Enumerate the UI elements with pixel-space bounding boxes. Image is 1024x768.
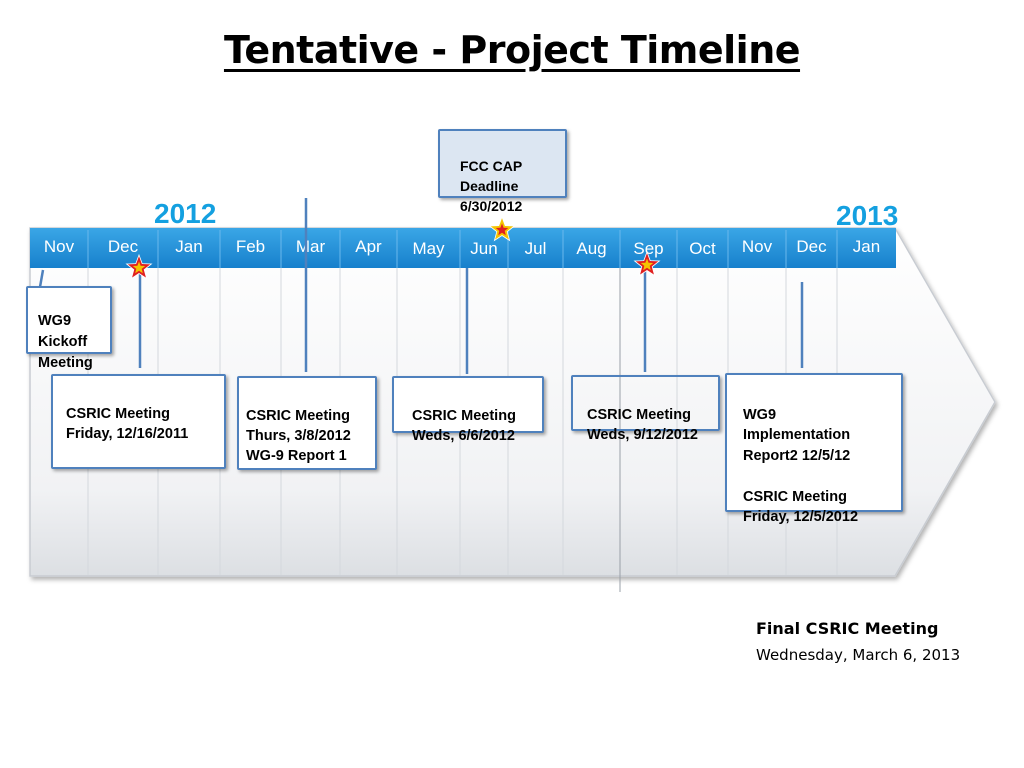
month-label: Feb [236,237,265,256]
fcc-deadline-box: FCC CAP Deadline 6/30/2012 [438,129,567,214]
box-line: WG-9 Report 1 [246,448,347,464]
connectors [38,198,804,374]
month-label: Dec [796,237,827,256]
milestone-star-icon [488,215,516,242]
month-label: Mar [296,237,326,256]
box-line: Implementation [743,427,851,443]
month-label: Oct [689,239,716,258]
month-label: Dec [108,237,139,256]
box-line: Meeting [38,355,93,371]
wg9-dec-2012-box: WG9 Implementation Report2 12/5/12 CSRIC… [725,373,903,525]
box-line: Thurs, 3/8/2012 [246,428,351,444]
box-line: Report2 12/5/12 [743,447,851,464]
box-line: CSRIC Meeting [412,408,516,424]
page-title: Tentative - Project Timeline [223,28,801,72]
box-line: WG9 [38,313,72,329]
box-line: Friday, 12/16/2011 [66,426,189,442]
box-line: WG9 [743,406,777,423]
box-line: Weds, 9/12/2012 [587,427,698,443]
milestone-star-icon [633,250,661,277]
year-label-2013: 2013 [836,200,899,231]
connector-line [38,269,45,288]
csric-mar-2012-box: CSRIC Meeting Thurs, 3/8/2012 WG-9 Repor… [237,376,377,470]
month-label: Jul [525,239,547,258]
csric-dec-2011-box: CSRIC Meeting Friday, 12/16/2011 [51,374,226,469]
month-label: Aug [576,239,606,258]
year-label-2012: 2012 [154,198,217,229]
box-line: FCC CAP [460,158,523,174]
month-bar [30,228,896,268]
month-labels: Nov Dec Jan Feb Mar Apr May Jun Jul Aug Sep Oct Nov D… [44,230,880,268]
final-meeting-title: Final CSRIC Meeting [756,619,939,638]
wg9-kickoff-box: WG9 Kickoff Meeting [26,286,112,371]
box-line: CSRIC Meeting [246,408,350,424]
month-label: Jan [853,237,880,256]
box-line: 6/30/2012 [460,198,523,214]
month-label: May [412,239,445,258]
box-line: CSRIC Meeting [587,407,691,423]
box-line: Kickoff [38,334,88,350]
month-label: Jun [470,239,497,258]
month-label: Nov [742,237,773,256]
milestone-stars [125,215,661,280]
box-line: CSRIC Meeting [66,406,170,422]
csric-sep-2012-box: CSRIC Meeting Weds, 9/12/2012 [571,375,720,443]
box-line: Friday, 12/5/2012 [743,509,859,525]
month-label: Apr [355,237,382,256]
month-label: Jan [175,237,202,256]
milestone-star-icon [125,253,153,280]
month-label: Sep [633,239,663,258]
box-line: Weds, 6/6/2012 [412,428,515,444]
csric-jun-2012-box: CSRIC Meeting Weds, 6/6/2012 [392,376,544,444]
box-line: Deadline [460,178,519,194]
final-meeting-date: Wednesday, March 6, 2013 [756,646,961,664]
month-label: Nov [44,237,75,256]
box-line: CSRIC Meeting [743,488,847,505]
